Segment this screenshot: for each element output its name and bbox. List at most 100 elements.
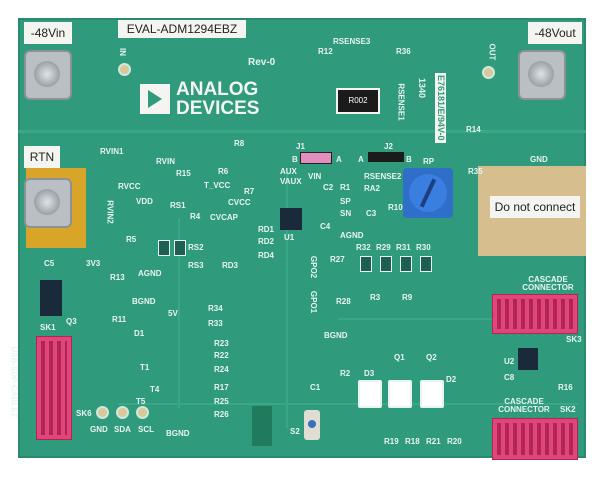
eval-board: EVAL-ADM1294EBZ Rev-0 ANALOG DEVICES E76…	[10, 18, 586, 460]
bgnd2-label: BGND	[166, 429, 190, 438]
sense-resistor: R002	[336, 88, 380, 114]
cascade-connector-sk2[interactable]	[492, 418, 578, 460]
t5-label: T5	[136, 397, 146, 406]
gpo1-label: GPO1	[309, 290, 319, 314]
r10-label: R10	[388, 203, 403, 212]
vin-terminal[interactable]	[24, 50, 72, 100]
r002-label: R002	[348, 96, 368, 105]
r26-label: R26	[214, 410, 229, 419]
vout-label: -48Vout	[528, 22, 582, 44]
q3-label: Q3	[66, 317, 77, 326]
cvcap-label: CVCAP	[210, 213, 239, 222]
r5-label: R5	[126, 235, 137, 244]
trace	[118, 403, 578, 405]
r21-label: R21	[426, 437, 441, 446]
c4-label: C4	[320, 222, 331, 231]
logo-triangle-icon	[140, 84, 170, 114]
c2-label: C2	[323, 183, 334, 192]
logo-line1: ANALOG	[176, 79, 259, 100]
u2-label: U2	[504, 357, 515, 366]
jumper-j1[interactable]	[300, 152, 332, 164]
gpo2-label: GPO2	[309, 255, 319, 279]
trace	[178, 218, 180, 408]
logo-line2: DEVICES	[176, 98, 260, 119]
j1-label: J1	[296, 142, 305, 151]
do-not-connect-label: Do not connect	[490, 196, 580, 218]
j1-a-label: A	[336, 155, 342, 164]
q1-label: Q1	[394, 353, 405, 362]
r30-label: R30	[416, 243, 431, 252]
r13-label: R13	[110, 273, 125, 282]
r32-label: R32	[356, 243, 371, 252]
rs1-label: RS1	[170, 201, 186, 210]
agnd-label: AGND	[340, 231, 364, 240]
sn-label: SN	[340, 209, 352, 218]
vin-label: -48Vin	[24, 22, 72, 44]
r2-label: R2	[340, 369, 351, 378]
rvin-label: RVIN	[156, 157, 175, 166]
r33-label: R33	[208, 319, 223, 328]
r17-label: R17	[214, 383, 229, 392]
r20-label: R20	[447, 437, 462, 446]
sk2-label: SK2	[560, 405, 576, 414]
rvin2-label: RVIN2	[105, 200, 115, 224]
rd4-label: RD4	[258, 251, 275, 260]
r27-label: R27	[330, 255, 345, 264]
vout-terminal[interactable]	[518, 50, 566, 100]
r11-label: R11	[112, 315, 127, 324]
potentiometer-rp[interactable]	[403, 168, 453, 218]
date-code: 1340	[417, 78, 427, 99]
t4-label: T4	[150, 385, 160, 394]
c1-label: C1	[310, 383, 321, 392]
in-label: IN	[118, 48, 127, 56]
trace	[286, 168, 288, 428]
t-vcc-label: T_VCC	[204, 181, 231, 190]
vaux-label: VAUX	[280, 177, 302, 186]
resistor	[158, 240, 170, 256]
resistor	[400, 256, 412, 272]
usb-connector-sk1[interactable]	[36, 336, 72, 440]
r36-label: R36	[396, 47, 411, 56]
regulator-q3	[40, 280, 62, 316]
rvin1-label: RVIN1	[100, 147, 124, 156]
sda-pin[interactable]	[116, 406, 129, 419]
c5-label: C5	[44, 259, 55, 268]
out-pad[interactable]	[482, 66, 495, 79]
j2-b-label: B	[406, 155, 412, 164]
3v3-label: 3V3	[86, 259, 101, 268]
rtn-terminal[interactable]	[24, 178, 72, 228]
revision: Rev-0	[248, 57, 276, 68]
push-button-s2[interactable]	[304, 410, 320, 440]
led-d2	[420, 380, 444, 408]
d3-label: D3	[364, 369, 375, 378]
jumper-j2[interactable]	[368, 152, 404, 162]
gnd-pin[interactable]	[96, 406, 109, 419]
r8-label: R8	[234, 139, 245, 148]
in-pad[interactable]	[118, 63, 131, 76]
sp-label: SP	[340, 197, 351, 206]
j2-label: J2	[384, 142, 393, 151]
r35-label: R35	[468, 167, 483, 176]
q2-label: Q2	[426, 353, 437, 362]
rd3-label: RD3	[222, 261, 239, 270]
test-area	[252, 406, 272, 446]
analog-devices-logo: ANALOG DEVICES	[140, 80, 290, 120]
rsense2-label: RSENSE2	[364, 172, 402, 181]
gnd-label: GND	[530, 155, 548, 164]
r34-label: R34	[208, 304, 223, 313]
s2-label: S2	[290, 427, 300, 436]
scl-pin[interactable]	[136, 406, 149, 419]
r28-label: R28	[336, 297, 351, 306]
gnd-pin-label: GND	[90, 425, 108, 434]
cascade-connector-sk3[interactable]	[492, 294, 578, 334]
rd1-label: RD1	[258, 225, 275, 234]
scl-pin-label: SCL	[138, 425, 154, 434]
r25-label: R25	[214, 397, 229, 406]
c3-label: C3	[366, 209, 377, 218]
cascade-connector-2-label: CASCADE CONNECTOR	[498, 397, 550, 414]
led-d3	[358, 380, 382, 408]
rvcc-label: RVCC	[118, 182, 141, 191]
r15-label: R15	[176, 169, 191, 178]
resistor	[174, 240, 186, 256]
